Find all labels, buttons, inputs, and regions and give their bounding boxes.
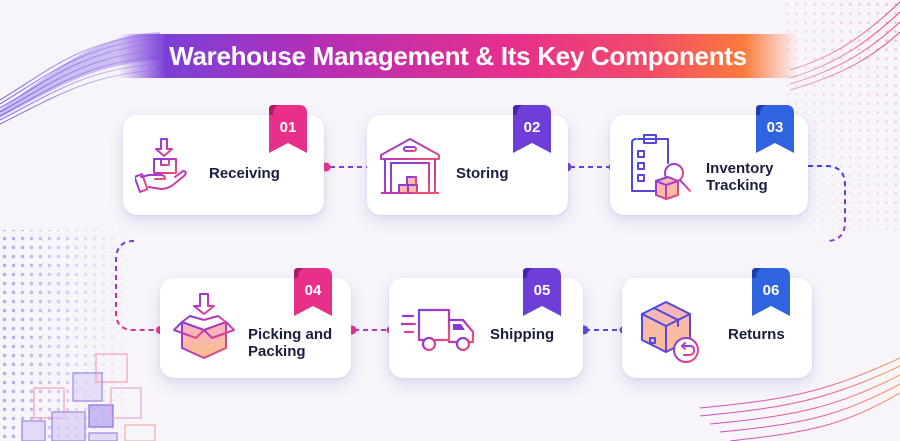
- step-label-line2: Packing: [248, 343, 306, 360]
- ribbon-badge: [294, 268, 332, 316]
- page-title: Warehouse Management & Its Key Component…: [169, 40, 747, 71]
- step-card-storing: 02 Storing: [367, 105, 568, 215]
- clipboard-search-box-icon: [631, 134, 691, 200]
- box-return-icon: [641, 301, 699, 363]
- step-card-picking-packing: 04 Picking and Packing: [160, 268, 351, 378]
- delivery-truck-icon: [401, 308, 475, 352]
- step-label: Inventory Tracking: [706, 160, 774, 194]
- title-banner: Warehouse Management & Its Key Component…: [118, 34, 798, 78]
- step-number: 02: [523, 119, 541, 136]
- hand-receiving-box-icon: [135, 138, 187, 193]
- step-label: Storing: [456, 165, 509, 182]
- open-box-arrow-icon: [173, 293, 235, 359]
- step-number: 04: [304, 282, 322, 299]
- warehouse-icon: [380, 138, 440, 194]
- step-label-line1: Inventory: [706, 160, 774, 177]
- step-card-receiving: 01 Receiving: [123, 105, 324, 215]
- ribbon-badge: [523, 268, 561, 316]
- step-label: Receiving: [209, 165, 280, 182]
- ribbon-badge: [269, 105, 307, 153]
- ribbon-badge: [752, 268, 790, 316]
- step-label: Picking and Packing: [248, 326, 332, 360]
- step-number: 05: [533, 282, 551, 299]
- step-number: 03: [766, 119, 784, 136]
- step-label-line1: Picking and: [248, 326, 333, 343]
- step-label-line2: Tracking: [706, 177, 768, 194]
- step-label: Returns: [728, 326, 785, 343]
- ribbon-badge: [513, 105, 551, 153]
- step-number: 01: [279, 119, 297, 136]
- ribbon-badge: [756, 105, 794, 153]
- step-card-inventory-tracking: 03 Inventory Tracking: [610, 105, 808, 215]
- step-label: Shipping: [490, 326, 555, 343]
- step-card-returns: 06 Returns: [622, 268, 812, 378]
- step-number: 06: [762, 282, 780, 299]
- step-card-shipping: 05 Shipping: [389, 268, 583, 378]
